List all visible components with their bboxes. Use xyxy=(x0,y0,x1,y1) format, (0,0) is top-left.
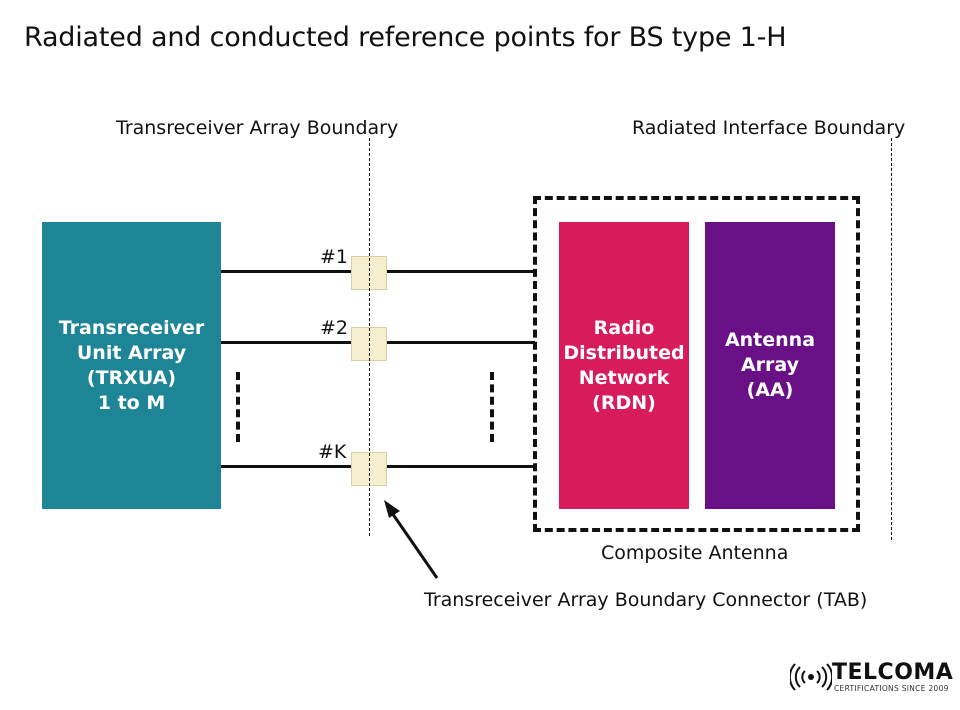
trxua-label-line4: 1 to M xyxy=(97,391,166,414)
composite-antenna-label: Composite Antenna xyxy=(601,542,789,564)
port-label-1: #1 xyxy=(320,246,349,268)
rdn-label-line1: Radio xyxy=(593,316,655,339)
tab-label: Transreceiver Array Boundary Connector (… xyxy=(424,589,868,611)
radiated-interface-boundary-line xyxy=(891,138,892,540)
trxua-block: Transreceiver Unit Array (TRXUA) 1 to M xyxy=(42,222,221,509)
rdn-label-line3: Network xyxy=(578,366,670,389)
rdn-label-line4: (RDN) xyxy=(592,391,656,414)
logo-tagline: CERTIFICATIONS SINCE 2009 xyxy=(834,684,949,693)
port-label-2: #2 xyxy=(320,317,349,339)
ellipsis-dash-right xyxy=(490,372,494,442)
aa-label-line1: Antenna xyxy=(724,329,816,351)
trxua-label-line2: Unit Array xyxy=(76,341,187,364)
port-label-k: #K xyxy=(318,441,347,463)
telcoma-logo: TELCOMA CERTIFICATIONS SINCE 2009 xyxy=(790,660,954,696)
composite-antenna-box xyxy=(533,196,860,532)
tab-pointer-arrow xyxy=(384,500,439,579)
aa-label-line3: (AA) xyxy=(746,379,794,401)
trxua-label-line1: Transreceiver xyxy=(58,316,205,339)
trxua-label-line3: (TRXUA) xyxy=(86,366,177,389)
logo-name: TELCOMA xyxy=(832,660,954,685)
page-title: Radiated and conducted reference points … xyxy=(24,22,787,53)
aa-block: Antenna Array (AA) xyxy=(705,222,835,509)
signal-waves-icon xyxy=(790,663,832,691)
ellipsis-dash-left xyxy=(236,372,240,442)
aa-label-line2: Array xyxy=(740,354,800,376)
transreceiver-array-boundary-line xyxy=(369,138,370,536)
transreceiver-array-boundary-label: Transreceiver Array Boundary xyxy=(116,117,399,139)
rdn-block: Radio Distributed Network (RDN) xyxy=(559,222,689,509)
rdn-label-line2: Distributed xyxy=(563,341,685,364)
radiated-interface-boundary-label: Radiated Interface Boundary xyxy=(632,117,906,139)
